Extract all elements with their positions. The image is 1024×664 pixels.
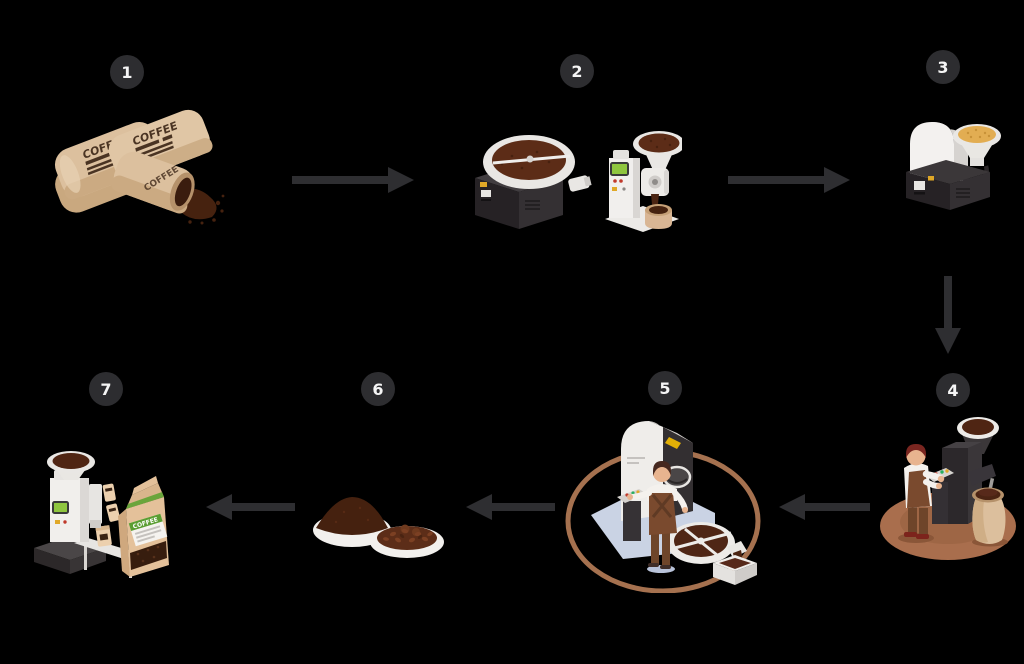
step-badge-6: 6 — [361, 372, 395, 406]
sorting-machine — [475, 135, 592, 229]
badge-number: 4 — [947, 380, 959, 400]
filled-bag — [95, 525, 112, 547]
discharge-bin — [713, 541, 757, 585]
badge-number: 3 — [937, 57, 949, 77]
cooling-tray — [667, 522, 735, 564]
worker — [898, 444, 945, 543]
step-badge-7: 7 — [89, 372, 123, 406]
worker-grinding-mill-icon — [850, 398, 1020, 563]
lcd-screen — [52, 501, 69, 514]
sorting-and-grinder-machines-icon — [467, 122, 685, 232]
worker — [627, 461, 688, 573]
arrow-right-icon — [728, 166, 852, 194]
badge-number: 5 — [659, 378, 671, 398]
badge-number: 7 — [100, 379, 112, 399]
arrow-down-icon — [934, 276, 962, 356]
roasting-machine-icon — [896, 108, 1006, 213]
badge-number: 6 — [372, 379, 384, 399]
step-badge-1: 1 — [110, 55, 144, 89]
badge-number: 2 — [571, 61, 583, 81]
step-badge-4: 4 — [936, 373, 970, 407]
open-sack — [972, 477, 1008, 547]
coffee-bowls-icon — [308, 482, 448, 562]
badge-number: 1 — [121, 62, 133, 82]
roaster-cooling-tray-worker-icon — [565, 393, 765, 594]
open-coffee-bag: COFFEE — [111, 151, 225, 225]
package-label: COFFEE — [128, 513, 168, 547]
roaster — [906, 122, 1001, 210]
packing-machine-package-icon: COFFEE — [26, 446, 186, 586]
coffee-sacks-icon: COFFEE COFFEE — [40, 103, 230, 225]
packing-machine — [34, 451, 138, 578]
coffee-package: COFFEE — [118, 476, 169, 577]
grinder-machine — [605, 131, 685, 232]
step-badge-5: 5 — [648, 371, 682, 405]
arrow-left-icon — [204, 493, 296, 521]
arrow-left-icon — [464, 493, 556, 521]
step-badge-3: 3 — [926, 50, 960, 84]
arrow-left-icon — [777, 493, 871, 521]
arrow-right-icon — [292, 166, 416, 194]
lcd-screen — [610, 162, 629, 176]
step-badge-2: 2 — [560, 54, 594, 88]
coffee-beans-bowl — [370, 524, 444, 558]
